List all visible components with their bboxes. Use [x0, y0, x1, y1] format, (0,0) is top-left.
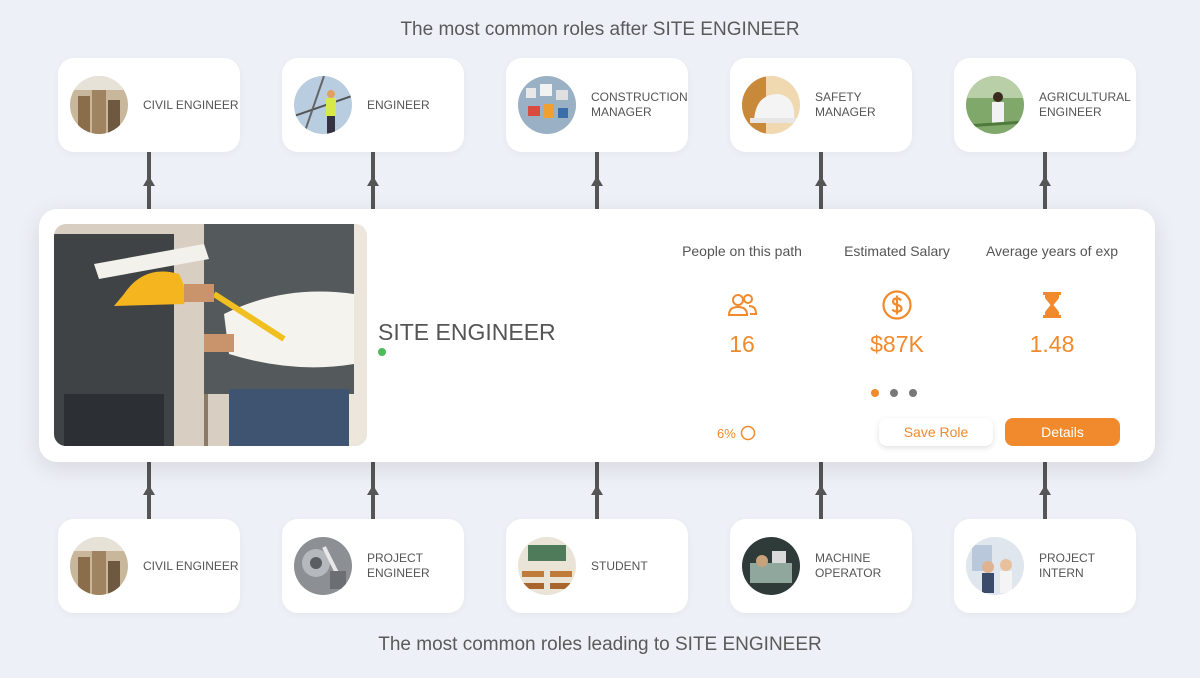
next-roles-heading: The most common roles after SITE ENGINEE…	[400, 19, 800, 40]
arrow-up-icon	[367, 176, 379, 186]
details-button[interactable]: Details	[1005, 418, 1120, 446]
arrow-up-icon	[591, 485, 603, 495]
arrow-up-icon	[143, 176, 155, 186]
next-role-card-civil-engineer[interactable]: CIVIL ENGINEER	[58, 58, 240, 152]
helmet-photo	[742, 76, 800, 134]
machine-photo	[742, 537, 800, 595]
machinery-photo	[294, 537, 352, 595]
role-label: AGRICULTURAL ENGINEER	[1039, 90, 1131, 119]
previous-role-card-project-intern[interactable]: PROJECT INTERN	[954, 519, 1136, 613]
buildings-photo	[70, 76, 128, 134]
carousel-dot[interactable]	[871, 389, 879, 397]
next-role-card-engineer[interactable]: ENGINEER	[282, 58, 464, 152]
role-label: CONSTRUCTION MANAGER	[591, 90, 688, 119]
role-label: CIVIL ENGINEER	[143, 97, 239, 112]
previous-role-card-project-engineer[interactable]: PROJECT ENGINEER	[282, 519, 464, 613]
role-label: ENGINEER	[367, 97, 430, 112]
arrow-up-icon	[815, 485, 827, 495]
arrow-up-icon	[1039, 176, 1051, 186]
previous-role-card-civil-engineer[interactable]: CIVIL ENGINEER	[58, 519, 240, 613]
arrow-up-icon	[367, 485, 379, 495]
stat-label: Average years of exp	[985, 243, 1119, 259]
carousel-dot[interactable]	[890, 389, 898, 397]
role-label: CIVIL ENGINEER	[143, 558, 239, 573]
role-label: PROJECT INTERN	[1039, 551, 1095, 580]
buildings-photo	[70, 537, 128, 595]
role-label: SAFETY MANAGER	[815, 90, 876, 119]
stat-label: People on this path	[682, 243, 802, 259]
role-label: PROJECT ENGINEER	[367, 551, 430, 580]
stat-value: $87K	[870, 331, 924, 357]
worker-photo	[294, 76, 352, 134]
arrow-up-icon	[143, 485, 155, 495]
next-role-card-agricultural-engineer[interactable]: AGRICULTURAL ENGINEER	[954, 58, 1136, 152]
arrow-up-icon	[1039, 485, 1051, 495]
stat-experience: Average years of exp 1.48	[972, 243, 1132, 358]
tools-photo	[518, 76, 576, 134]
dollar-icon	[881, 289, 913, 321]
role-label: MACHINE OPERATOR	[815, 551, 882, 580]
next-role-card-construction-manager[interactable]: CONSTRUCTION MANAGER	[506, 58, 688, 152]
people-icon	[726, 289, 758, 321]
stat-value: 16	[729, 331, 755, 357]
site-engineer-photo	[54, 224, 367, 446]
current-role-title: SITE ENGINEER	[378, 319, 556, 345]
match-percent-value: 6%	[717, 425, 736, 441]
classroom-photo	[518, 537, 576, 595]
progress-ring-icon	[740, 425, 756, 441]
match-percent: 6%	[717, 425, 756, 441]
next-role-card-safety-manager[interactable]: SAFETY MANAGER	[730, 58, 912, 152]
status-dot	[378, 348, 386, 356]
hourglass-icon	[1036, 289, 1068, 321]
stat-salary: Estimated Salary $87K	[817, 243, 977, 358]
arrow-up-icon	[591, 176, 603, 186]
role-label: STUDENT	[591, 558, 648, 573]
save-role-button[interactable]: Save Role	[879, 418, 993, 446]
current-role-card: SITE ENGINEER People on this path 16 Est…	[39, 209, 1155, 462]
arrow-up-icon	[815, 176, 827, 186]
carousel-indicator	[871, 389, 917, 397]
field-photo	[966, 76, 1024, 134]
previous-role-card-machine-operator[interactable]: MACHINE OPERATOR	[730, 519, 912, 613]
stat-people: People on this path 16	[662, 243, 822, 358]
stat-value: 1.48	[1029, 331, 1075, 357]
previous-roles-heading: The most common roles leading to SITE EN…	[378, 634, 822, 655]
carousel-dot[interactable]	[909, 389, 917, 397]
previous-role-card-student[interactable]: STUDENT	[506, 519, 688, 613]
office-photo	[966, 537, 1024, 595]
stat-label: Estimated Salary	[844, 243, 950, 259]
